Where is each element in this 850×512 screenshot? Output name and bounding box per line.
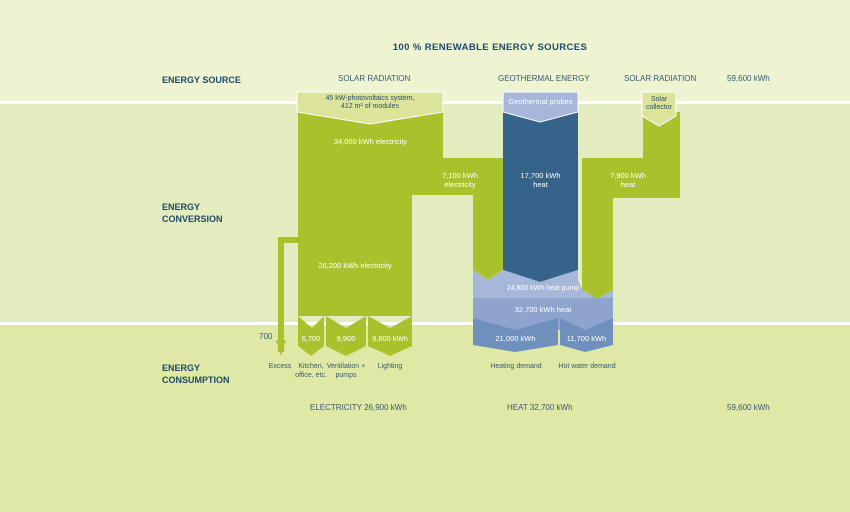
electricity-total: ELECTRICITY 26,900 kWh (310, 403, 407, 412)
source-band (0, 0, 850, 101)
pv-electricity-flow (298, 112, 473, 316)
electricity-heatpump-label: 7,100 kWh electricity (436, 171, 484, 189)
row-label-source: ENERGY SOURCE (162, 75, 241, 85)
kitchen-block (298, 316, 324, 356)
row-label-conversion-line2: CONVERSION (162, 214, 223, 224)
lighting-value: 9,600 kWh (372, 334, 408, 343)
pv-system-box (296, 91, 444, 125)
solar-collector-label-line1: Solar (650, 96, 668, 103)
source-total: 59,600 kWh (727, 74, 770, 83)
pv-system-label-line1: 45 kW-photovoltaics system, (325, 95, 415, 102)
page-title: 100 % RENEWABLE ENERGY SOURCES (392, 42, 588, 53)
heating-value: 21,000 kWh (495, 334, 536, 343)
excess-label: Excess (268, 363, 292, 370)
geothermal-probes-box (502, 91, 579, 123)
ventilation-label-line2: pumps (335, 372, 357, 379)
solar-collector-box (641, 91, 677, 127)
overall-total: 59,600 kWh (727, 403, 770, 412)
total-heat-band (473, 298, 613, 330)
excess-value: 700 (259, 332, 273, 341)
excess-arrow (276, 340, 286, 356)
electricity-heatpump-line1: 7,100 kWh (442, 171, 478, 180)
solar-heat-line2: heat (620, 180, 636, 189)
pv-system-label: 45 kW-photovoltaics system, 412 m² of mo… (297, 95, 443, 111)
row-label-consumption-line2: CONSUMPTION (162, 375, 230, 385)
divider-bottom (0, 322, 850, 325)
electricity-heatpump-flow (443, 158, 503, 280)
heating-label: Heating demand (490, 363, 542, 370)
geothermal-heat-line2: heat (533, 180, 548, 189)
ventilation-value: 9,900 (336, 334, 356, 343)
kitchen-label: Kitchen, office, etc. (293, 362, 329, 380)
solar-heat-label: 7,900 kWh heat (604, 171, 652, 189)
row-label-conversion: ENERGY CONVERSION (162, 201, 223, 225)
row-label-consumption: ENERGY CONSUMPTION (162, 362, 230, 386)
source-solar-1: SOLAR RADIATION (338, 74, 411, 83)
hotwater-value: 11,700 kWh (566, 334, 607, 343)
kitchen-value: 6,700 (301, 334, 321, 343)
lighting-label: Lighting (377, 363, 403, 370)
solar-heat-line1: 7,900 kWh (610, 171, 646, 180)
solar-collector-label: Solar collector (642, 96, 676, 112)
geothermal-heat-label: 17,700 kWh heat (503, 171, 578, 189)
consumption-band (0, 325, 850, 512)
heatpump-band (473, 270, 613, 300)
electricity-heatpump-line2: electricity (444, 180, 476, 189)
electricity-total-label: 34,000 kWh electricity (333, 137, 408, 146)
geothermal-heat-flow (503, 112, 578, 282)
kitchen-label-line2: office, etc. (295, 372, 327, 379)
electricity-use-label: 26,200 kWh electricity (318, 261, 392, 270)
solar-collector-label-line2: collector (645, 104, 673, 111)
geothermal-heat-line1: 17,700 kWh (520, 171, 561, 180)
heatpump-label: 24,800 kWh heat pump (506, 285, 580, 292)
source-geothermal: GEOTHERMAL ENERGY (498, 74, 590, 83)
row-label-consumption-line1: ENERGY (162, 363, 201, 373)
hotwater-demand-block (560, 318, 613, 352)
row-label-conversion-line1: ENERGY (162, 202, 201, 212)
pv-system-label-line2: 412 m² of modules (341, 103, 399, 110)
hotwater-label: Hot water demand (558, 363, 616, 370)
heat-total: HEAT 32,700 kWh (507, 403, 573, 412)
total-heat-label: 32,700 kWh heat (514, 305, 572, 314)
solar-heat-flow (582, 112, 680, 299)
heating-demand-block (473, 318, 558, 352)
ventilation-block (326, 316, 366, 356)
ventilation-label: Ventilation + pumps (324, 362, 368, 380)
excess-flow (278, 237, 298, 352)
lighting-block (368, 316, 412, 356)
source-solar-2: SOLAR RADIATION (624, 74, 697, 83)
ventilation-label-line1: Ventilation + (326, 363, 366, 370)
kitchen-label-line1: Kitchen, (298, 363, 324, 370)
geothermal-probes-label: Geothermal probes (508, 97, 573, 106)
